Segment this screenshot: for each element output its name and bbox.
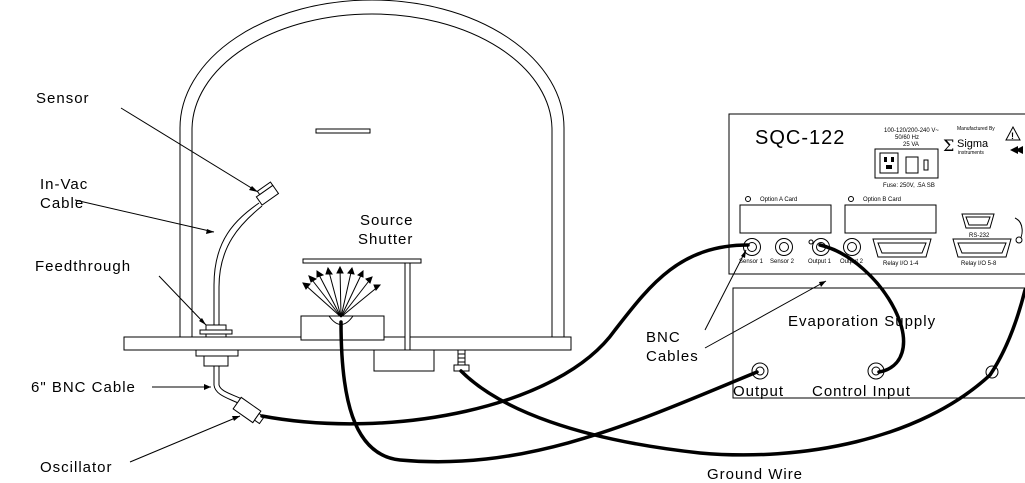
svg-text:Relay I/O 1-4: Relay I/O 1-4 <box>883 261 919 267</box>
source-shutter-assembly <box>300 258 435 372</box>
supply-title: Evaporation Supply <box>788 313 936 330</box>
option-b-slot <box>844 204 937 234</box>
label-sensor: Sensor <box>36 90 90 107</box>
rs232-port <box>961 213 995 229</box>
bnc-jacks <box>743 238 861 256</box>
cables <box>260 243 1025 464</box>
sensor-bnc-cable <box>260 243 750 426</box>
label-source-2: Shutter <box>358 231 413 248</box>
label-source-1: Source <box>360 212 414 229</box>
sqc122-instrument: SQC-122 100-120/200-240 V~ 50/60 Hz 25 V… <box>728 113 1025 275</box>
svg-text:50/60 Hz: 50/60 Hz <box>895 135 919 141</box>
label-in-vac-2: Cable <box>40 195 84 212</box>
brand-name: Sigma <box>957 138 989 150</box>
label-bnc-6: 6" BNC Cable <box>31 379 136 396</box>
source-power-cable <box>339 320 759 464</box>
svg-text:25 VA: 25 VA <box>903 142 919 148</box>
instrument-model: SQC-122 <box>755 127 845 149</box>
svg-text:Option A Card: Option A Card <box>760 197 797 203</box>
svg-text:RS-232: RS-232 <box>969 233 990 239</box>
label-oscillator: Oscillator <box>40 459 113 476</box>
supply-output-label: Output <box>733 383 784 400</box>
relay-1-4-port <box>872 238 932 258</box>
svg-text:Sensor 2: Sensor 2 <box>770 259 795 265</box>
vacuum-chamber <box>123 0 572 351</box>
label-bnc-cables-1: BNC <box>646 329 681 346</box>
svg-text:100-120/200-240 V~: 100-120/200-240 V~ <box>884 128 939 134</box>
ground-wire <box>459 288 1025 457</box>
ground-stud <box>453 349 470 372</box>
option-a-slot <box>739 204 832 234</box>
label-bnc-cables-2: Cables <box>646 348 699 365</box>
svg-text:instruments: instruments <box>958 150 984 156</box>
svg-text:Sensor 1: Sensor 1 <box>739 259 764 265</box>
ce-mark-icon <box>1010 146 1018 154</box>
svg-text:Output 1: Output 1 <box>808 259 832 265</box>
svg-text:Σ: Σ <box>943 136 954 155</box>
label-ground-wire: Ground Wire <box>707 466 803 483</box>
svg-text:Relay I/O 5-8: Relay I/O 5-8 <box>961 261 997 267</box>
leader-lines <box>74 107 827 463</box>
relay-5-8-port <box>952 238 1012 258</box>
svg-text:Fuse: 250V, .5A SB: Fuse: 250V, .5A SB <box>883 183 935 189</box>
warning-icon <box>1005 125 1021 141</box>
supply-panel <box>732 287 1025 399</box>
label-in-vac-1: In-Vac <box>40 176 88 193</box>
sensor-assembly <box>195 181 280 425</box>
label-feedthrough: Feedthrough <box>35 258 131 275</box>
evaporation-arrows <box>302 265 382 318</box>
svg-text:!: ! <box>1011 131 1014 141</box>
control-bnc-cable <box>818 243 906 374</box>
evaporation-supply: Evaporation Supply Output Control Input <box>732 287 1025 400</box>
svg-text:Option B Card: Option B Card <box>863 197 901 203</box>
svg-text:Manufactured By: Manufactured By <box>957 126 995 132</box>
supply-control-label: Control Input <box>812 383 911 400</box>
labels: Sensor In-Vac Cable Feedthrough 6" BNC C… <box>31 90 803 483</box>
